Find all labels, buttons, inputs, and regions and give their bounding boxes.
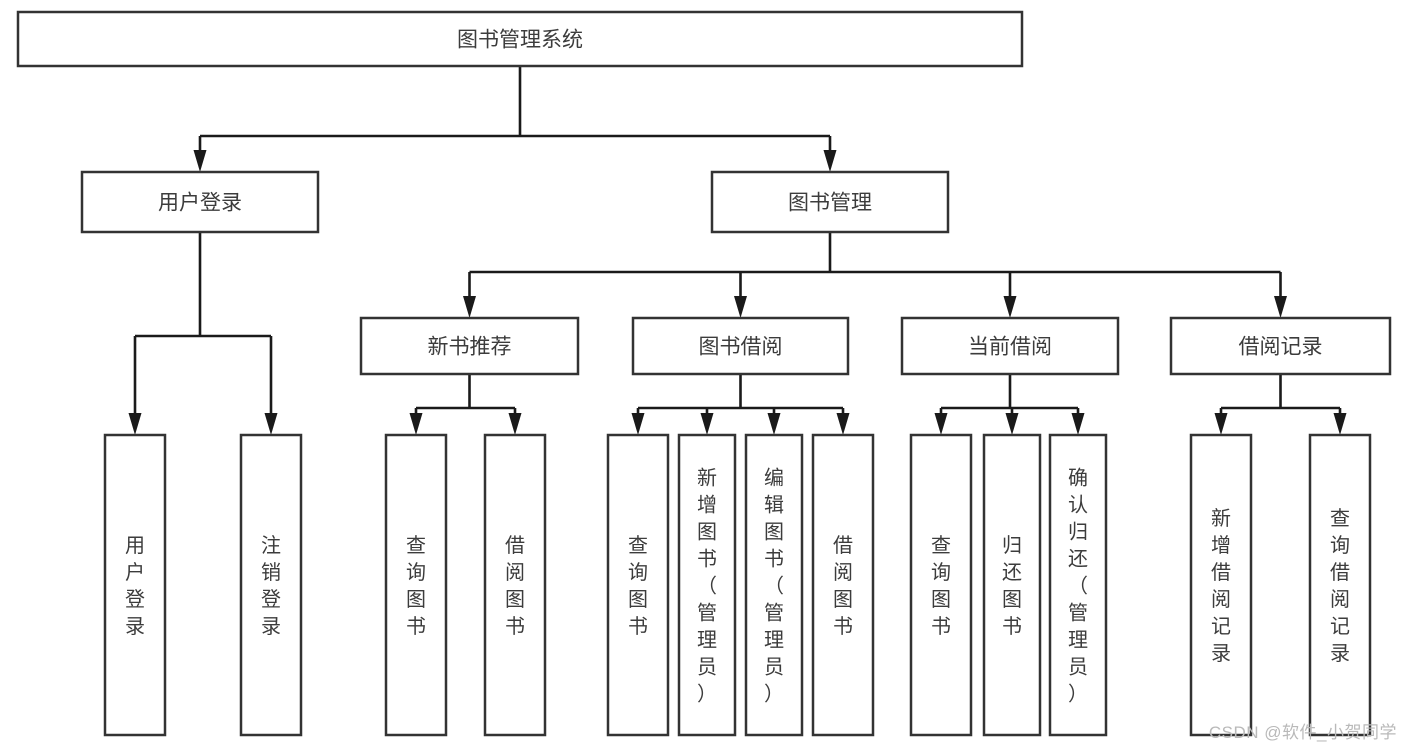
node-label: 图书管理 [788, 192, 872, 215]
csdn-watermark: CSDN @软件_小贺同学 [1208, 723, 1397, 742]
arrow-head-icon [409, 413, 423, 435]
node-box[interactable] [982, 433, 1042, 737]
node-label: 查询图书 [406, 534, 426, 638]
node-root[interactable]: 图书管理系统 [16, 10, 1024, 68]
node-box[interactable] [1189, 433, 1253, 737]
arrow-head-icon [193, 150, 207, 172]
node-label: 查询图书 [931, 534, 951, 638]
node-box[interactable] [1048, 433, 1108, 737]
node-leaf-borrow-book-1[interactable]: 借阅图书 [483, 433, 547, 737]
arrow-head-icon [1274, 296, 1287, 318]
arrow-head-icon [1214, 413, 1228, 435]
node-leaf-edit-book[interactable]: 编辑图书（管理员） [744, 433, 804, 737]
node-borrow-record[interactable]: 借阅记录 [1169, 316, 1392, 376]
node-box[interactable] [631, 316, 850, 376]
node-box[interactable] [359, 316, 580, 376]
node-new-book-rec[interactable]: 新书推荐 [359, 316, 580, 376]
node-layer: 图书管理系统用户登录图书管理新书推荐图书借阅当前借阅借阅记录用户登录注销登录查询… [16, 10, 1392, 737]
arrow-head-icon [734, 296, 747, 318]
arrow-head-icon [463, 296, 476, 318]
arrow-head-icon [508, 413, 522, 435]
node-leaf-query-book-1[interactable]: 查询图书 [384, 433, 448, 737]
arrow-head-icon [934, 413, 948, 435]
arrow-head-icon [836, 413, 850, 435]
node-box[interactable] [1308, 433, 1372, 737]
node-box[interactable] [103, 433, 167, 737]
node-label: 确认归还（管理员） [1068, 467, 1088, 706]
node-box[interactable] [80, 170, 320, 234]
node-box[interactable] [744, 433, 804, 737]
node-box[interactable] [384, 433, 448, 737]
node-leaf-borrow-book-2[interactable]: 借阅图书 [811, 433, 875, 737]
node-label: 注销登录 [261, 534, 281, 638]
node-label: 当前借阅 [968, 336, 1052, 359]
node-book-borrow[interactable]: 图书借阅 [631, 316, 850, 376]
node-label: 新增借阅记录 [1211, 507, 1231, 665]
node-box[interactable] [16, 10, 1024, 68]
node-label: 借阅记录 [1239, 336, 1323, 359]
node-book-manage[interactable]: 图书管理 [710, 170, 950, 234]
node-leaf-query-book-3[interactable]: 查询图书 [909, 433, 973, 737]
arrow-head-icon [128, 413, 142, 435]
node-leaf-query-record[interactable]: 查询借阅记录 [1308, 433, 1372, 737]
node-label: 查询借阅记录 [1330, 507, 1350, 665]
connector-layer [133, 66, 1342, 413]
arrow-head-icon [631, 413, 645, 435]
node-label: 归还图书 [1002, 534, 1022, 638]
node-label: 用户登录 [158, 192, 242, 215]
node-box[interactable] [606, 433, 670, 737]
node-box[interactable] [239, 433, 303, 737]
arrow-head-icon [823, 150, 837, 172]
node-box[interactable] [900, 316, 1120, 376]
node-label: 图书管理系统 [457, 29, 583, 52]
arrow-head-icon [264, 413, 278, 435]
node-box[interactable] [483, 433, 547, 737]
arrow-head-icon [767, 413, 781, 435]
node-leaf-confirm-return[interactable]: 确认归还（管理员） [1048, 433, 1108, 737]
arrow-head-icon [700, 413, 714, 435]
node-leaf-add-book[interactable]: 新增图书（管理员） [677, 433, 737, 737]
arrow-head-icon [1005, 413, 1019, 435]
node-label: 借阅图书 [833, 534, 853, 638]
node-label: 借阅图书 [505, 534, 525, 638]
node-current-borrow[interactable]: 当前借阅 [900, 316, 1120, 376]
arrow-head-icon [1071, 413, 1085, 435]
node-box[interactable] [811, 433, 875, 737]
node-leaf-query-book-2[interactable]: 查询图书 [606, 433, 670, 737]
node-label: 查询图书 [628, 534, 648, 638]
node-leaf-user-login[interactable]: 用户登录 [103, 433, 167, 737]
arrow-head-icon [1003, 296, 1017, 318]
node-leaf-add-record[interactable]: 新增借阅记录 [1189, 433, 1253, 737]
node-leaf-return-book[interactable]: 归还图书 [982, 433, 1042, 737]
node-label: 新书推荐 [428, 336, 512, 359]
node-label: 图书借阅 [699, 336, 783, 359]
arrow-head-icon [1333, 413, 1347, 435]
node-leaf-logout[interactable]: 注销登录 [239, 433, 303, 737]
arrowhead-layer [128, 150, 1347, 435]
node-user-login[interactable]: 用户登录 [80, 170, 320, 234]
node-box[interactable] [1169, 316, 1392, 376]
node-label: 编辑图书（管理员） [764, 467, 784, 706]
node-label: 用户登录 [125, 535, 145, 638]
node-label: 新增图书（管理员） [697, 467, 717, 706]
node-box[interactable] [909, 433, 973, 737]
node-box[interactable] [677, 433, 737, 737]
node-box[interactable] [710, 170, 950, 234]
